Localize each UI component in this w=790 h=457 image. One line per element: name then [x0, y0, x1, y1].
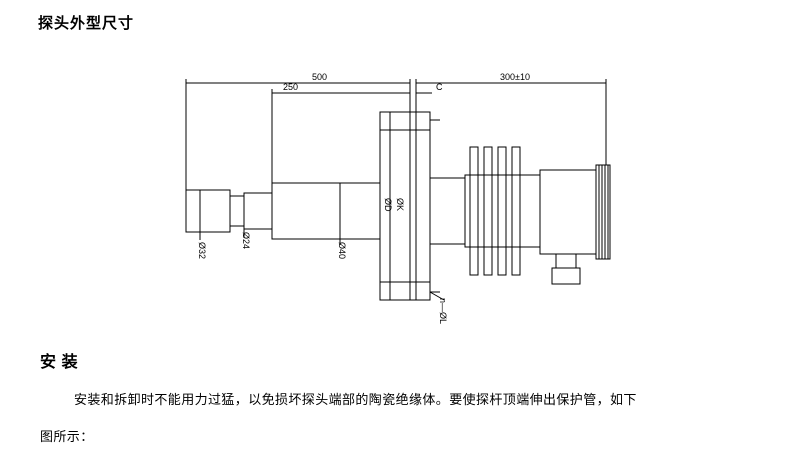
cable-gland: [555, 253, 577, 269]
fin-2: [483, 146, 493, 276]
dim-500-label: 500: [312, 72, 327, 82]
dia-d-label: ØD: [383, 198, 393, 212]
probe-body-24: [243, 192, 273, 230]
fin-4: [511, 146, 521, 276]
probe-housing: [429, 177, 466, 245]
probe-tip: [185, 189, 231, 233]
dia-k-label: ØK: [395, 198, 405, 211]
section-title: 探头外型尺寸: [38, 14, 135, 32]
dim-300-label: 300±10: [500, 72, 530, 82]
fin-block: [464, 174, 541, 248]
probe-rod-40: [271, 182, 381, 240]
holes-label: n—ØL: [438, 298, 448, 324]
install-paragraph-line2: 图所示：: [40, 430, 94, 445]
install-title: 安 装: [40, 352, 78, 371]
dim-c-label: C: [436, 82, 443, 92]
fin-3: [497, 146, 507, 276]
fin-1: [469, 146, 479, 276]
cable-nut: [551, 267, 581, 285]
dim-250-label: 250: [283, 82, 298, 92]
dia-32-label: Ø32: [197, 242, 207, 259]
connector-cap: [595, 164, 611, 260]
dia-40-label: Ø40: [337, 242, 347, 259]
probe-dimension-drawing: 500 250 C 300±10 Ø32 Ø24 Ø40 ØK ØD n—ØL: [185, 72, 611, 324]
connector-head: [539, 169, 597, 255]
probe-neck: [229, 195, 245, 227]
install-paragraph-line1: 安装和拆卸时不能用力过猛，以免损坏探头端部的陶瓷绝缘体。要使探杆顶端伸出保护管，…: [74, 393, 637, 408]
dia-24-label: Ø24: [241, 232, 251, 249]
